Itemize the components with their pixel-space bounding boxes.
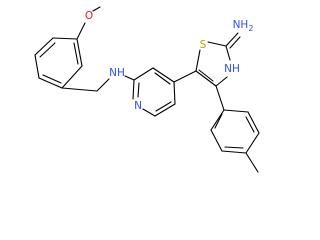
bond-pyr-6 xyxy=(132,79,135,100)
atom-label-thiazole-nh: NH xyxy=(224,63,240,75)
bond-thz-c2-n xyxy=(225,45,231,61)
bond-anisole-3 xyxy=(34,54,40,79)
bond-ch2-nh xyxy=(96,78,110,92)
bond-pyr-4 xyxy=(154,103,176,117)
bond-anisole-5 xyxy=(61,65,83,89)
atom-label-methoxy-o: O xyxy=(85,10,93,22)
atom-label-amine-nh: NH xyxy=(109,67,125,79)
bond-anisole-2 xyxy=(34,37,54,56)
bond-tol-3 xyxy=(221,150,247,154)
atom-label-amino-nh2: NH2 xyxy=(233,19,254,33)
bond-tol-4 xyxy=(245,132,260,154)
bond-nh-pyridine xyxy=(124,75,135,81)
bond-thz-c4-c5 xyxy=(195,70,217,87)
bond-tol-d1 xyxy=(214,113,223,129)
bond-thz-n-c4 xyxy=(215,76,228,87)
atom-label-thiazole-s: S xyxy=(200,39,207,51)
bond-o-ring xyxy=(76,22,86,40)
bond-anisole-d3 xyxy=(73,42,79,65)
bond-tol-d3 xyxy=(245,116,255,133)
bond-pyr-5 xyxy=(142,108,156,117)
atom-label-pyridine-n: N xyxy=(134,100,142,112)
bond-tol-1 xyxy=(210,109,225,131)
bond-tol-2 xyxy=(210,129,223,152)
bond-ring-ch2 xyxy=(61,87,98,92)
bond-pyr-3 xyxy=(173,81,176,105)
bond-tol-d2 xyxy=(224,146,244,149)
molecule-diagram: O NH N S NH NH2 xyxy=(34,6,260,173)
bond-thz-d1 xyxy=(198,69,214,82)
bond-pyr-thiazole xyxy=(173,70,197,83)
bond-pyr-1 xyxy=(133,67,154,81)
bond-amino-1 xyxy=(225,32,239,47)
bonds xyxy=(34,6,260,173)
amino-subscript-2: 2 xyxy=(248,24,253,33)
bond-anisole-6 xyxy=(76,38,83,67)
bond-anisole-d2 xyxy=(42,74,62,84)
bond-methyl-o xyxy=(92,6,101,12)
bond-thz-s-c2 xyxy=(207,41,227,47)
bond-pyr-2 xyxy=(152,67,175,83)
bond-pyr-d2 xyxy=(155,101,172,112)
bond-tol-6 xyxy=(223,109,249,113)
atom-labels: O NH N S NH NH2 xyxy=(85,10,254,112)
bond-tol-methyl xyxy=(245,152,259,173)
amino-nh-text: NH xyxy=(233,19,249,31)
bond-pyr-d1 xyxy=(154,72,171,85)
bond-pyr-d3 xyxy=(137,82,140,98)
bond-amino-2 xyxy=(229,36,241,49)
bond-anisole-1 xyxy=(52,37,78,40)
bond-thz-tolyl xyxy=(215,85,225,111)
bond-thz-c5-s xyxy=(195,49,201,72)
bond-anisole-4 xyxy=(38,77,63,89)
bond-tol-5 xyxy=(247,111,260,134)
bond-anisole-d1 xyxy=(39,42,56,58)
